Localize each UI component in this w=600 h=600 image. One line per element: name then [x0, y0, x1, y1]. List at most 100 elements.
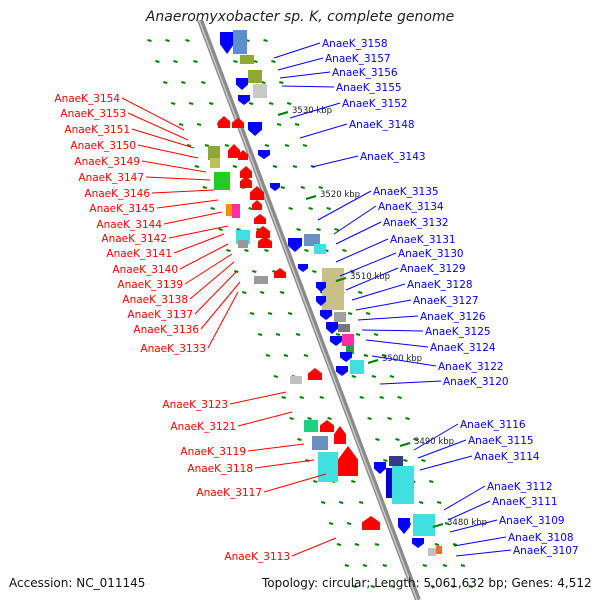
gene-label: AnaeK_3154 [54, 93, 120, 105]
position-marker: 3510 kbp [350, 272, 390, 282]
tick-mark [210, 207, 215, 210]
tick-mark [318, 186, 324, 189]
diagram-title: Anaeromyxobacter sp. K, complete genome [145, 9, 455, 25]
tick-mark [468, 585, 473, 588]
genes-layer [208, 30, 442, 556]
tick-mark [275, 333, 281, 336]
tick-mark [452, 543, 458, 546]
tick-mark [359, 396, 364, 399]
tick-mark [236, 228, 241, 231]
tick-mark [302, 144, 308, 147]
leader-line [335, 221, 382, 245]
tick-mark [336, 543, 342, 546]
gene-label: AnaeK_3134 [378, 201, 444, 213]
gene-label: AnaeK_3137 [127, 309, 193, 321]
leader-line [419, 455, 473, 471]
gene-label: AnaeK_3129 [400, 263, 466, 275]
gene-arrow [326, 322, 338, 334]
gene-block [238, 240, 248, 248]
marker-tick [277, 111, 289, 116]
leader-line [237, 411, 293, 427]
tick-mark [257, 333, 263, 336]
leader-line [189, 261, 235, 300]
tick-mark [233, 60, 238, 63]
gene-arrow [238, 95, 250, 105]
gene-label: AnaeK_3109 [499, 515, 565, 527]
tick-mark [390, 585, 395, 588]
gene-block [304, 234, 320, 246]
gene-label: AnaeK_3113 [224, 551, 290, 563]
tick-mark [442, 564, 448, 567]
tick-mark [326, 207, 331, 210]
gene-block [240, 55, 254, 64]
tick-mark [379, 396, 384, 399]
tick-mark [421, 459, 426, 462]
tick-mark [252, 270, 257, 273]
tick-mark [272, 165, 278, 168]
tick-mark [288, 207, 293, 210]
gene-block [232, 204, 240, 218]
leader-line [194, 271, 237, 315]
tick-mark [405, 417, 410, 420]
tick-mark [328, 522, 334, 525]
leader-line [443, 485, 486, 511]
tick-mark [253, 60, 258, 63]
tick-mark [403, 459, 408, 462]
tick-mark [155, 60, 160, 63]
gene-label: AnaeK_3158 [322, 38, 388, 50]
leader-line [263, 473, 327, 493]
gene-arrow [220, 32, 234, 54]
leader-line [127, 112, 189, 141]
tick-mark [208, 102, 214, 105]
gene-label: AnaeK_3125 [425, 326, 491, 338]
leader-line [289, 102, 341, 119]
tick-mark [365, 312, 371, 315]
gene-arrow [340, 352, 352, 362]
position-marker: 3500 kbp [382, 354, 422, 364]
tick-mark [344, 564, 350, 567]
topology-text: Topology: circular; Length: 5,061,632 bp… [262, 576, 592, 590]
tick-mark [202, 186, 208, 189]
gene-arrow [308, 368, 322, 380]
tick-mark [244, 249, 249, 252]
gene-label: AnaeK_3156 [332, 67, 398, 79]
tick-mark [304, 249, 309, 252]
tick-mark [280, 186, 286, 189]
tick-mark [413, 438, 418, 441]
gene-label: AnaeK_3117 [196, 487, 262, 499]
tick-mark [268, 102, 274, 105]
tick-mark [312, 270, 317, 273]
leader-line [335, 238, 389, 263]
tick-mark [201, 81, 206, 84]
tick-mark [335, 333, 341, 336]
gene-block [342, 334, 354, 346]
tick-mark [422, 564, 428, 567]
tick-mark [389, 375, 395, 378]
leader-line [361, 329, 424, 332]
tick-mark [354, 543, 360, 546]
gene-arrow [250, 186, 264, 200]
tick-mark [374, 543, 380, 546]
gene-arrow [236, 78, 248, 90]
tick-mark [342, 249, 347, 252]
leader-line [357, 315, 419, 321]
gene-label: AnaeK_3126 [420, 311, 486, 323]
tick-mark [178, 123, 184, 126]
tick-mark [279, 291, 285, 294]
leader-line [184, 253, 233, 285]
tick-mark [170, 102, 176, 105]
gene-label: AnaeK_3155 [336, 82, 402, 94]
gene-label: AnaeK_3136 [133, 324, 199, 336]
tick-mark [224, 144, 230, 147]
gene-block [389, 456, 403, 466]
tick-mark [263, 39, 268, 42]
gene-block [386, 468, 392, 498]
gene-label: AnaeK_3138 [122, 294, 188, 306]
leader-line [121, 97, 185, 131]
gene-label: AnaeK_3144 [96, 219, 162, 231]
gene-block [392, 466, 414, 504]
gene-label: AnaeK_3120 [443, 376, 509, 388]
leader-line [413, 423, 459, 451]
leader-line [311, 155, 359, 168]
